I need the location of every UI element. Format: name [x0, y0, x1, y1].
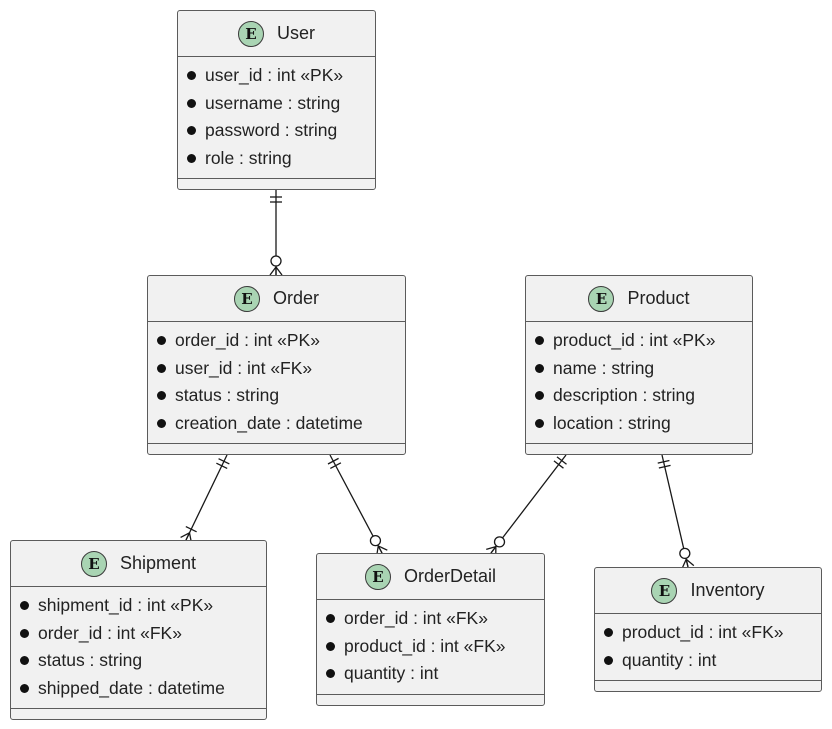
attribute-label: status : string: [175, 385, 280, 405]
attribute-row: quantity : int: [604, 647, 821, 675]
attribute-label: name : string: [553, 357, 655, 378]
relationship-user-order: [269, 190, 283, 276]
relationship-product-inventory: [657, 454, 695, 569]
entity-title: OrderDetail: [403, 566, 497, 586]
entity-shipment[interactable]: E Shipment shipment_id : int «PK» order_…: [10, 540, 267, 720]
attribute-row: order_id : int «FK»: [326, 605, 544, 633]
entity-header: E User: [178, 11, 375, 57]
attribute-label: user_id : int «PK»: [205, 65, 344, 85]
attribute-row: order_id : int «FK»: [20, 620, 266, 648]
attribute-label: product_id : int «FK»: [622, 622, 784, 642]
attribute-row: username : string: [187, 90, 375, 118]
entity-badge-icon: E: [80, 550, 107, 577]
key-bullet-icon: [187, 71, 196, 81]
attribute-row: creation_date : datetime: [157, 410, 405, 438]
attribute-label: role : string: [205, 147, 292, 168]
entity-title: Shipment: [119, 553, 197, 573]
attribute-label: username : string: [205, 92, 341, 113]
entity-footer-divider: [526, 443, 752, 444]
entity-header: E Product: [526, 276, 752, 322]
attribute-row: product_id : int «FK»: [604, 619, 821, 647]
attribute-row: status : string: [157, 382, 405, 410]
attribute-label: creation_date : datetime: [175, 412, 363, 433]
entity-header: E OrderDetail: [317, 554, 544, 600]
entity-footer-divider: [148, 443, 405, 444]
entity-order[interactable]: E Order order_id : int «PK» user_id : in…: [147, 275, 406, 455]
entity-title: Inventory: [690, 580, 765, 600]
attribute-label: order_id : int «PK»: [175, 330, 320, 350]
entity-title: User: [276, 23, 315, 43]
entity-user[interactable]: E User user_id : int «PK» username : str…: [177, 10, 376, 190]
key-bullet-icon: [20, 601, 29, 611]
attribute-label: shipment_id : int «PK»: [38, 595, 214, 615]
entity-header: E Inventory: [595, 568, 821, 614]
key-bullet-icon: [604, 655, 613, 665]
entity-title: Product: [627, 288, 690, 308]
entity-badge-icon: E: [233, 285, 260, 312]
entity-badge-icon: E: [364, 563, 391, 590]
entity-product[interactable]: E Product product_id : int «PK» name : s…: [525, 275, 753, 455]
key-bullet-icon: [20, 683, 29, 693]
attribute-row: password : string: [187, 117, 375, 145]
key-bullet-icon: [535, 336, 544, 346]
entity-title: Order: [272, 288, 319, 308]
attribute-label: description : string: [553, 385, 696, 405]
entity-orderdetail[interactable]: E OrderDetail order_id : int «FK» produc…: [316, 553, 545, 706]
entity-badge-icon: E: [651, 577, 678, 604]
attribute-row: user_id : int «FK»: [157, 355, 405, 383]
key-bullet-icon: [157, 418, 166, 428]
key-bullet-icon: [20, 628, 29, 638]
key-bullet-icon: [604, 628, 613, 638]
attribute-row: description : string: [535, 382, 752, 410]
entity-header: E Order: [148, 276, 405, 322]
attribute-label: order_id : int «FK»: [344, 608, 488, 628]
attribute-row: product_id : int «PK»: [535, 327, 752, 355]
key-bullet-icon: [326, 641, 335, 651]
attribute-label: shipped_date : datetime: [38, 677, 225, 698]
attribute-label: location : string: [553, 412, 671, 433]
attribute-label: user_id : int «FK»: [175, 357, 313, 378]
key-bullet-icon: [187, 126, 196, 136]
entity-badge-icon: E: [588, 285, 615, 312]
key-bullet-icon: [535, 391, 544, 401]
attribute-label: product_id : int «PK»: [553, 330, 716, 350]
attribute-row: name : string: [535, 355, 752, 383]
key-bullet-icon: [187, 98, 196, 108]
entity-inventory[interactable]: E Inventory product_id : int «FK» quanti…: [594, 567, 822, 692]
relationship-product-orderdetail: [486, 454, 567, 557]
key-bullet-icon: [535, 363, 544, 373]
attribute-row: role : string: [187, 145, 375, 173]
attribute-row: quantity : int: [326, 660, 544, 688]
attribute-label: password : string: [205, 120, 338, 140]
entity-footer-divider: [178, 178, 375, 179]
entity-footer-divider: [11, 708, 266, 709]
key-bullet-icon: [326, 669, 335, 679]
attribute-label: quantity : int: [344, 663, 439, 683]
key-bullet-icon: [157, 336, 166, 346]
attribute-row: location : string: [535, 410, 752, 438]
entity-badge-icon: E: [237, 20, 264, 47]
attribute-label: product_id : int «FK»: [344, 635, 506, 656]
entity-footer-divider: [595, 680, 821, 681]
attribute-label: status : string: [38, 650, 143, 670]
attribute-row: user_id : int «PK»: [187, 62, 375, 90]
attribute-row: order_id : int «PK»: [157, 327, 405, 355]
attribute-row: product_id : int «FK»: [326, 633, 544, 661]
entity-header: E Shipment: [11, 541, 266, 587]
key-bullet-icon: [187, 153, 196, 163]
attribute-row: shipment_id : int «PK»: [20, 592, 266, 620]
attribute-label: quantity : int: [622, 649, 717, 670]
key-bullet-icon: [326, 614, 335, 624]
relationship-order-shipment: [180, 454, 230, 543]
attribute-row: status : string: [20, 647, 266, 675]
key-bullet-icon: [157, 391, 166, 401]
entity-footer-divider: [317, 694, 544, 695]
attribute-label: order_id : int «FK»: [38, 622, 182, 643]
key-bullet-icon: [535, 418, 544, 428]
key-bullet-icon: [157, 363, 166, 373]
relationship-order-orderdetail: [327, 454, 388, 556]
key-bullet-icon: [20, 656, 29, 666]
attribute-row: shipped_date : datetime: [20, 675, 266, 703]
